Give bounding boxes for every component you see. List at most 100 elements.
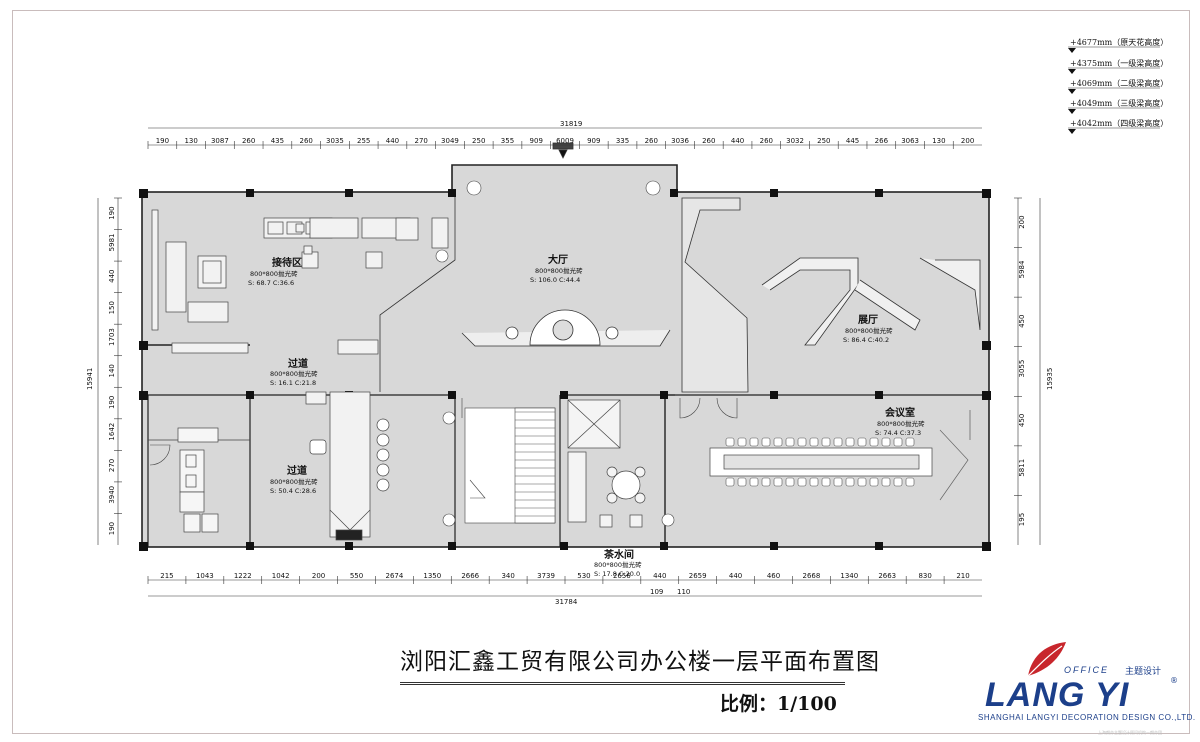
dimension-label: 3032 (786, 137, 804, 145)
right-total-dimension: 15935 (1046, 368, 1054, 390)
dimension-label: 440 (729, 572, 742, 580)
dimension-label: 1642 (108, 423, 116, 441)
room-area: S: 50.4 C:28.6 (270, 487, 316, 495)
room-name: 过道 (288, 357, 308, 370)
dimension-label: 440 (653, 572, 666, 580)
corridor-furniture (305, 391, 390, 541)
dimension-label: 3055 (1018, 360, 1026, 378)
level-marker-icon (1068, 129, 1076, 134)
dimension-label: 270 (415, 137, 428, 145)
entrance-arrow-icon (558, 149, 568, 159)
dimension-label: 215 (160, 572, 173, 580)
dimension-label: 335 (616, 137, 629, 145)
plants (435, 180, 675, 527)
dimension-label: 450 (1018, 315, 1026, 328)
dimension-label: 200 (1018, 215, 1026, 228)
dimension-label: 5811 (1018, 459, 1026, 477)
dimension-label: 190 (108, 206, 116, 219)
dimension-label: 3739 (537, 572, 555, 580)
dimension-label: 1222 (234, 572, 252, 580)
dimension-label: 3036 (671, 137, 689, 145)
company-name-en: SHANGHAI LANGYI DECORATION DESIGN CO.,LT… (978, 713, 1196, 722)
leaf-logo-icon (1027, 642, 1066, 677)
left-total-dimension: 15941 (86, 368, 94, 390)
level-label: +4677mm（原天花高度） (1070, 37, 1168, 47)
dimension-label: 130 (184, 137, 197, 145)
registered-mark: ® (1170, 676, 1178, 685)
dimension-label: 3035 (326, 137, 344, 145)
dimension-label: 460 (767, 572, 780, 580)
room-name: 展厅 (858, 314, 878, 326)
meeting-room-table (709, 429, 969, 501)
level-label: +4049mm（三级梁高度） (1070, 98, 1168, 108)
dimension-label: 1340 (840, 572, 858, 580)
dimension-label: 150 (108, 301, 116, 314)
dimension-label: 2668 (802, 572, 820, 580)
dimension-label: 3063 (901, 137, 919, 145)
drawing-scale: 比例：1/100 (720, 693, 837, 715)
dimension-label: 3940 (108, 486, 116, 504)
dimension-label: 435 (271, 137, 284, 145)
dimension-label: 550 (350, 572, 363, 580)
dimension-label: 355 (501, 137, 514, 145)
dimension-label: 255 (357, 137, 370, 145)
dimension-label: 2656 (613, 572, 631, 580)
room-area: S: 74.4 C:37.3 (875, 429, 921, 437)
dimension-label: 440 (386, 137, 399, 145)
footnote-text: 上海朗亦主题设计顾问机构—朗亦团 (1098, 730, 1162, 735)
level-label: +4375mm（一级梁高度） (1070, 58, 1168, 68)
dimension-label: 260 (645, 137, 658, 145)
dimension-label: 445 (846, 137, 859, 145)
room-floor: 800*800抛光砖 (877, 419, 925, 428)
level-label: +4069mm（二级梁高度） (1070, 78, 1168, 88)
dimension-label: 260 (702, 137, 715, 145)
level-marker-icon (1068, 89, 1076, 94)
level-marker-icon (1068, 109, 1076, 114)
dimension-label: 195 (1018, 513, 1026, 526)
company-logo-wordmark: LANG YI (985, 676, 1130, 714)
logo-cn-text: 主题设计 (1125, 667, 1162, 677)
room-name: 大厅 (548, 253, 568, 266)
dimension-label: 190 (108, 522, 116, 535)
room-floor: 800*800抛光砖 (270, 369, 318, 378)
level-markers: +4677mm（原天花高度） +4375mm（一级梁高度） +4069mm（二级… (1068, 37, 1168, 134)
dimension-label: 6009 (556, 137, 574, 145)
dimension-label: 909 (530, 137, 543, 145)
room-floor: 800*800抛光砖 (270, 477, 318, 486)
room-name: 茶水间 (603, 548, 634, 561)
dimension-label: 130 (932, 137, 945, 145)
dimension-label: 250 (472, 137, 485, 145)
dimension-label: 200 (312, 572, 325, 580)
room-area: S: 106.0 C:44.4 (530, 276, 580, 284)
room-floor: 800*800抛光砖 (594, 560, 642, 569)
dimension-label: 266 (875, 137, 889, 145)
room-name: 接待区 (272, 256, 302, 269)
level-marker-icon (1068, 48, 1076, 53)
dimension-label: 250 (817, 137, 830, 145)
dimension-label: 3087 (211, 137, 229, 145)
dimension-label: 3049 (441, 137, 459, 145)
dimension-label: 1350 (423, 572, 441, 580)
dimension-label: 1703 (108, 328, 116, 346)
dimension-label: 140 (108, 364, 116, 377)
dimension-label: 1043 (196, 572, 214, 580)
dimension-label: 270 (108, 459, 116, 472)
room-area: S: 86.4 C:40.2 (843, 336, 889, 344)
dimension-label: 190 (108, 396, 116, 409)
dimension-label: 210 (956, 572, 969, 580)
tea-room-fixtures (567, 399, 646, 528)
lobby-desk (461, 142, 671, 347)
room-name: 过道 (287, 464, 307, 477)
dimension-label: 530 (577, 572, 590, 580)
dimension-label: 830 (918, 572, 931, 580)
reception-furniture (151, 209, 449, 355)
dimension-label: 440 (731, 137, 744, 145)
level-label: +4042mm（四级梁高度） (1070, 118, 1168, 128)
bottom-sub-dimension: 110 (677, 588, 690, 596)
dimension-label: 909 (587, 137, 600, 145)
dimension-label: 1042 (272, 572, 290, 580)
